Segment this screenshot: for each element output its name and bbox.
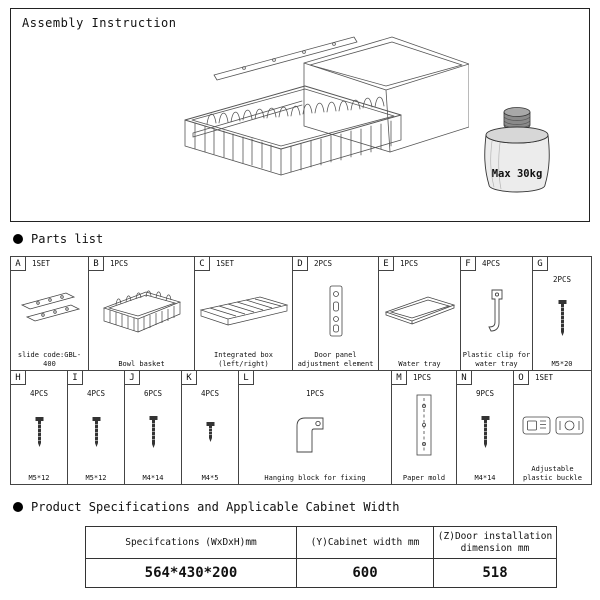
part-letter: A xyxy=(11,257,26,271)
part-letter: H xyxy=(11,371,26,385)
part-desc: Hanging block for fixing xyxy=(264,473,366,482)
max-load-label: Max 30kg xyxy=(492,168,543,180)
part-desc: Plastic clip for water tray xyxy=(462,351,531,368)
part-qty: 1SET xyxy=(32,259,51,268)
part-cell-h: H 4PCS M5*12 xyxy=(11,371,68,484)
spec-heading-label: Product Specifications and Applicable Ca… xyxy=(31,500,400,514)
part-desc: Paper mold xyxy=(402,473,446,482)
part-qty: 6PCS xyxy=(143,389,163,398)
integrated-box-icon xyxy=(195,271,292,350)
parts-row-1: A 1SET slide code:GBL-400 B 1PCS xyxy=(11,257,591,371)
plastic-buckle-icon xyxy=(514,385,591,464)
part-letter: J xyxy=(125,371,140,385)
part-desc: slide code:GBL-400 xyxy=(17,351,82,368)
part-letter: F xyxy=(461,257,476,271)
screw-icon xyxy=(457,401,513,464)
parts-list-heading: Parts list xyxy=(13,232,103,246)
part-qty: 1PCS xyxy=(400,259,419,268)
screw-icon xyxy=(11,401,67,464)
spec-value-row: 564*430*200 600 518 xyxy=(85,558,557,588)
parts-row-2: H 4PCS M5*12 I 4PCS xyxy=(11,371,591,484)
part-desc: Integrated box (left/right) xyxy=(213,351,273,368)
part-desc: Adjustable plastic buckle xyxy=(522,465,582,482)
part-letter: L xyxy=(239,371,254,385)
part-qty: 4PCS xyxy=(482,259,501,268)
spec-value-door-dimension: 518 xyxy=(433,558,557,588)
part-desc: M4*14 xyxy=(142,473,164,482)
part-qty: 4PCS xyxy=(86,389,106,398)
part-letter: M xyxy=(392,371,407,385)
screw-icon xyxy=(125,401,181,464)
part-qty: 4PCS xyxy=(200,389,220,398)
part-letter: E xyxy=(379,257,394,271)
plastic-clip-icon xyxy=(461,271,532,350)
part-qty: 9PCS xyxy=(475,389,495,398)
paper-mold-icon xyxy=(392,385,456,464)
part-letter: I xyxy=(68,371,83,385)
part-desc: M4*5 xyxy=(201,473,219,482)
part-letter: O xyxy=(514,371,529,385)
part-letter: N xyxy=(457,371,472,385)
part-qty: 1SET xyxy=(216,259,235,268)
bullet-icon xyxy=(13,502,23,512)
part-desc: M5*12 xyxy=(85,473,107,482)
part-qty: 4PCS xyxy=(29,389,49,398)
part-letter: D xyxy=(293,257,308,271)
part-desc: M4*14 xyxy=(474,473,496,482)
part-cell-n: N 9PCS M4*14 xyxy=(457,371,514,484)
screw-icon xyxy=(68,401,124,464)
part-desc: M5*20 xyxy=(551,359,573,368)
spec-header-cabinet-width: (Y)Cabinet width mm xyxy=(296,526,434,559)
part-desc: Door panel adjustment element xyxy=(297,351,374,368)
part-cell-o: O 1SET Adjustable plastic buckle xyxy=(514,371,591,484)
parts-list-heading-label: Parts list xyxy=(31,232,104,246)
spec-table: Specifcations (WxDxH)mm (Y)Cabinet width… xyxy=(85,526,557,588)
screw-icon xyxy=(182,401,238,464)
part-cell-c: C 1SET Integrated box (left/right) xyxy=(195,257,293,370)
part-qty: 1PCS xyxy=(305,389,325,398)
part-desc: Bowl basket xyxy=(118,359,165,368)
assembly-instruction-panel: Assembly Instruction xyxy=(10,8,590,222)
part-qty: 1PCS xyxy=(110,259,129,268)
part-cell-e: E 1PCS Water tray xyxy=(379,257,461,370)
spec-value-dimensions: 564*430*200 xyxy=(85,558,297,588)
spec-header-row: Specifcations (WxDxH)mm (Y)Cabinet width… xyxy=(85,526,557,559)
part-cell-i: I 4PCS M5*12 xyxy=(68,371,125,484)
page-title: Assembly Instruction xyxy=(22,16,177,30)
part-cell-a: A 1SET slide code:GBL-400 xyxy=(11,257,89,370)
part-desc: Water tray xyxy=(398,359,441,368)
hanging-block-icon xyxy=(239,401,391,464)
spec-heading: Product Specifications and Applicable Ca… xyxy=(13,500,399,514)
bullet-icon xyxy=(13,234,23,244)
part-cell-l: L 1PCS Hanging block for fixing xyxy=(239,371,392,484)
water-tray-icon xyxy=(379,271,460,350)
part-letter: C xyxy=(195,257,210,271)
screw-icon xyxy=(533,287,591,350)
door-adjustment-icon xyxy=(293,271,378,350)
part-letter: G xyxy=(533,257,548,271)
parts-table: A 1SET slide code:GBL-400 B 1PCS xyxy=(10,256,592,485)
part-cell-d: D 2PCS Door panel adjustment element xyxy=(293,257,379,370)
part-cell-f: F 4PCS Plastic clip for water tray xyxy=(461,257,533,370)
bowl-basket-icon xyxy=(89,271,194,350)
part-qty: 2PCS xyxy=(552,275,572,284)
part-letter: K xyxy=(182,371,197,385)
spec-value-cabinet-width: 600 xyxy=(296,558,434,588)
part-cell-g: G 2PCS M5*20 xyxy=(533,257,591,370)
part-cell-m: M 1PCS Paper mold xyxy=(392,371,457,484)
part-cell-j: J 6PCS M4*14 xyxy=(125,371,182,484)
part-qty: 2PCS xyxy=(314,259,333,268)
part-qty: 1SET xyxy=(535,373,554,382)
part-desc: M5*12 xyxy=(28,473,50,482)
spec-header-dimensions: Specifcations (WxDxH)mm xyxy=(85,526,297,559)
part-cell-b: B 1PCS Bowl basket xyxy=(89,257,195,370)
part-qty: 1PCS xyxy=(413,373,432,382)
spec-header-door-dimension: (Z)Door installation dimension mm xyxy=(433,526,557,559)
part-cell-k: K 4PCS M4*5 xyxy=(182,371,239,484)
part-letter: B xyxy=(89,257,104,271)
slide-rails-icon xyxy=(11,271,88,350)
